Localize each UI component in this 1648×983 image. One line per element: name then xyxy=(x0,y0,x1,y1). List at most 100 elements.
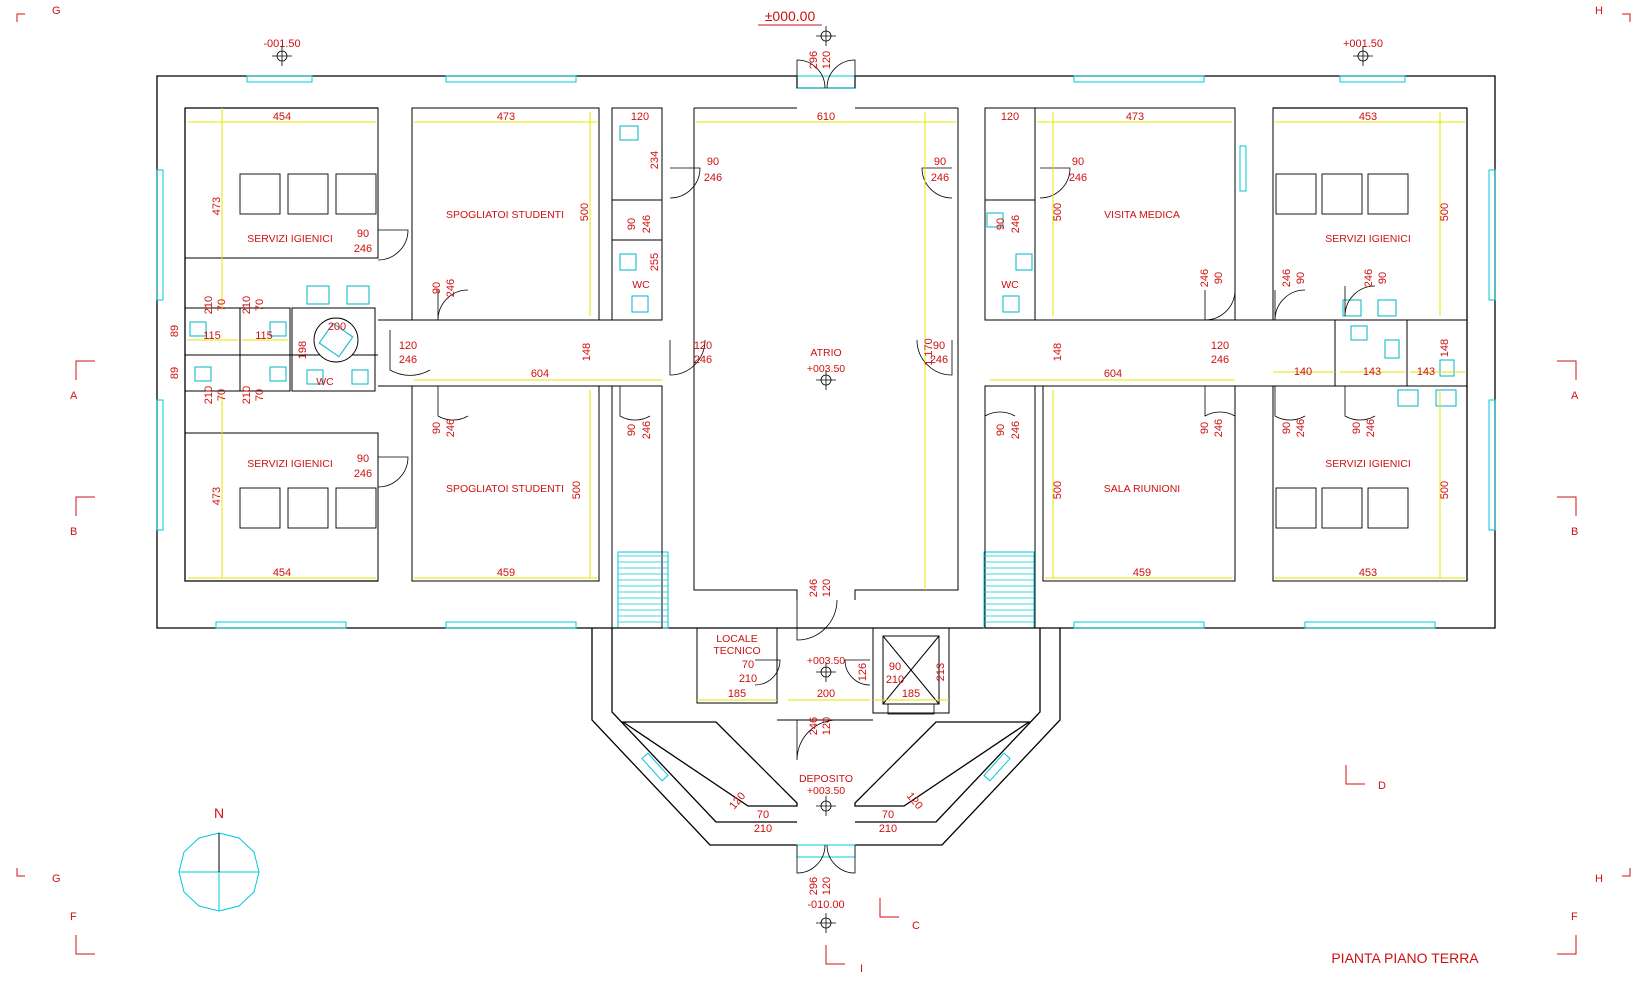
svg-text:120: 120 xyxy=(631,111,649,123)
room-locale-line2: TECNICO xyxy=(713,645,760,657)
north-label: N xyxy=(214,805,224,821)
room-atrio: ATRIO xyxy=(810,347,841,359)
room-servizi-nw: SERVIZI IGIENICI xyxy=(247,233,333,245)
svg-text:200: 200 xyxy=(817,688,835,700)
svg-text:70: 70 xyxy=(216,389,228,401)
svg-text:120: 120 xyxy=(1211,340,1229,352)
svg-text:210: 210 xyxy=(241,386,253,404)
svg-text:120: 120 xyxy=(821,877,833,895)
room-spogliatoi-s: SPOGLIATOI STUDENTI xyxy=(446,483,564,495)
svg-text:246: 246 xyxy=(931,172,949,184)
svg-text:473: 473 xyxy=(1126,111,1144,123)
svg-text:90: 90 xyxy=(934,156,946,168)
svg-text:70: 70 xyxy=(742,659,754,671)
svg-text:70: 70 xyxy=(254,299,266,311)
svg-text:473: 473 xyxy=(211,197,223,215)
svg-text:473: 473 xyxy=(211,487,223,505)
svg-text:185: 185 xyxy=(902,688,920,700)
svg-text:115: 115 xyxy=(203,330,221,342)
svg-text:473: 473 xyxy=(497,111,515,123)
svg-text:246: 246 xyxy=(1010,421,1022,439)
svg-text:90: 90 xyxy=(995,424,1007,436)
svg-text:296: 296 xyxy=(808,877,820,895)
svg-text:90: 90 xyxy=(626,424,638,436)
svg-text:90: 90 xyxy=(707,156,719,168)
svg-text:500: 500 xyxy=(1439,203,1451,221)
svg-text:246: 246 xyxy=(641,215,653,233)
svg-text:255: 255 xyxy=(649,253,661,271)
room-servizi-sw: SERVIZI IGIENICI xyxy=(247,458,333,470)
svg-text:500: 500 xyxy=(579,203,591,221)
svg-text:246: 246 xyxy=(1010,215,1022,233)
svg-text:246: 246 xyxy=(704,172,722,184)
svg-text:246: 246 xyxy=(354,468,372,480)
dimension-lines xyxy=(187,108,1465,701)
section-g-top: G xyxy=(52,5,61,17)
svg-text:453: 453 xyxy=(1359,111,1377,123)
svg-text:500: 500 xyxy=(1052,481,1064,499)
bottom-level-label: -010.00 xyxy=(807,899,844,911)
svg-text:246: 246 xyxy=(641,421,653,439)
svg-text:90: 90 xyxy=(357,228,369,240)
svg-text:459: 459 xyxy=(497,567,515,579)
svg-text:213: 213 xyxy=(935,663,947,681)
svg-text:70: 70 xyxy=(757,809,769,821)
svg-text:120: 120 xyxy=(399,340,417,352)
svg-text:210: 210 xyxy=(203,296,215,314)
svg-text:246: 246 xyxy=(1281,269,1293,287)
main-level-label: ±000.00 xyxy=(765,8,816,24)
interior-walls-right xyxy=(984,107,1468,629)
svg-text:143: 143 xyxy=(1363,366,1381,378)
svg-text:246: 246 xyxy=(1213,419,1225,437)
svg-text:246: 246 xyxy=(930,354,948,366)
svg-text:246: 246 xyxy=(808,717,820,735)
svg-text:90: 90 xyxy=(1072,156,1084,168)
svg-text:89: 89 xyxy=(169,325,181,337)
svg-text:604: 604 xyxy=(1104,368,1122,380)
fixtures xyxy=(189,125,1457,715)
section-marks xyxy=(16,13,1631,965)
svg-text:604: 604 xyxy=(531,368,549,380)
svg-text:126: 126 xyxy=(857,663,869,681)
section-h-bottom: H xyxy=(1595,873,1603,885)
svg-text:210: 210 xyxy=(879,823,897,835)
svg-text:210: 210 xyxy=(886,674,904,686)
room-visita-medica: VISITA MEDICA xyxy=(1104,209,1180,221)
svg-text:90: 90 xyxy=(995,218,1007,230)
svg-text:200: 200 xyxy=(328,321,346,333)
svg-text:198: 198 xyxy=(297,341,309,359)
svg-text:210: 210 xyxy=(241,296,253,314)
svg-text:500: 500 xyxy=(1052,203,1064,221)
svg-text:246: 246 xyxy=(1295,419,1307,437)
svg-text:454: 454 xyxy=(273,567,291,579)
lift-hall-level: +003.50 xyxy=(807,655,845,667)
section-b-left: B xyxy=(70,526,77,538)
svg-text:90: 90 xyxy=(1281,422,1293,434)
svg-text:90: 90 xyxy=(1213,272,1225,284)
dimension-labels: 454 473 473 120 610 120 453 454 459 459 … xyxy=(169,51,1451,895)
section-d: D xyxy=(1378,780,1386,792)
svg-text:148: 148 xyxy=(1052,343,1064,361)
svg-text:459: 459 xyxy=(1133,567,1151,579)
level-symbols xyxy=(272,26,1373,933)
left-level-label: -001.50 xyxy=(263,38,300,50)
svg-text:246: 246 xyxy=(445,279,457,297)
svg-text:246: 246 xyxy=(808,579,820,597)
svg-text:90: 90 xyxy=(1377,272,1389,284)
door-swings xyxy=(377,59,1376,874)
room-spogliatoi-n: SPOGLIATOI STUDENTI xyxy=(446,209,564,221)
svg-text:120: 120 xyxy=(821,717,833,735)
svg-text:90: 90 xyxy=(1351,422,1363,434)
svg-text:246: 246 xyxy=(694,354,712,366)
svg-text:210: 210 xyxy=(754,823,772,835)
section-a-left: A xyxy=(70,390,78,402)
svg-text:296: 296 xyxy=(808,51,820,69)
svg-text:1.170: 1.170 xyxy=(923,338,935,366)
deposito-level: +003.50 xyxy=(807,785,845,797)
svg-text:246: 246 xyxy=(445,419,457,437)
svg-text:90: 90 xyxy=(357,453,369,465)
svg-text:120: 120 xyxy=(694,340,712,352)
svg-text:90: 90 xyxy=(933,340,945,352)
svg-text:90: 90 xyxy=(431,282,443,294)
